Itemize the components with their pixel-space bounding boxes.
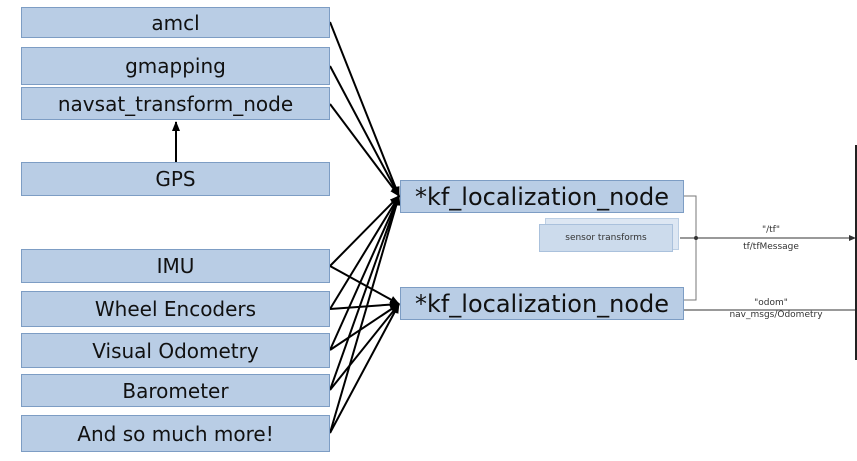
arrow-baro-kf2 (329, 303, 400, 391)
arrow-imu-kf1 (329, 195, 400, 267)
arrow-vo-kf1 (329, 195, 400, 351)
arrow-imu-kf2 (329, 265, 400, 305)
imu-sensor: IMU (21, 249, 330, 283)
odom-type-label: nav_msgs/Odometry (729, 310, 823, 320)
arrow-more-kf1 (329, 195, 401, 434)
sensor-transforms-node: sensor transforms (539, 224, 673, 252)
wheel-encoders-sensor: Wheel Encoders (21, 291, 330, 327)
navsat-transform-node: navsat_transform_node (21, 87, 330, 120)
arrow-amcl-kf1 (329, 21, 400, 197)
more-sources: And so much more! (21, 415, 330, 452)
kf1-tf-link (684, 195, 697, 238)
arrow-wheel-kf1 (329, 195, 400, 310)
tf-type-label: tf/tfMessage (743, 242, 799, 252)
arrow-baro-kf1 (329, 195, 400, 391)
kf2-tf-link (684, 238, 697, 301)
arrow-vo-kf2 (329, 303, 400, 351)
arrow-gmapping-kf1 (329, 65, 400, 197)
tf-topic-label: "/tf" (761, 225, 780, 235)
gps-sensor: GPS (21, 162, 330, 196)
arrow-more-kf2 (329, 303, 400, 434)
amcl-node: amcl (21, 7, 330, 38)
kf-localization-node-2: *kf_localization_node (400, 287, 684, 320)
tf-junction (694, 236, 698, 240)
kf-localization-node-1: *kf_localization_node (400, 180, 684, 213)
odom-topic-label: "odom" (754, 298, 788, 308)
arrow-navsat-kf1 (329, 103, 400, 197)
barometer-sensor: Barometer (21, 374, 330, 407)
arrow-wheel-kf2 (329, 300, 400, 310)
gmapping-node: gmapping (21, 47, 330, 85)
visual-odometry-source: Visual Odometry (21, 333, 330, 368)
